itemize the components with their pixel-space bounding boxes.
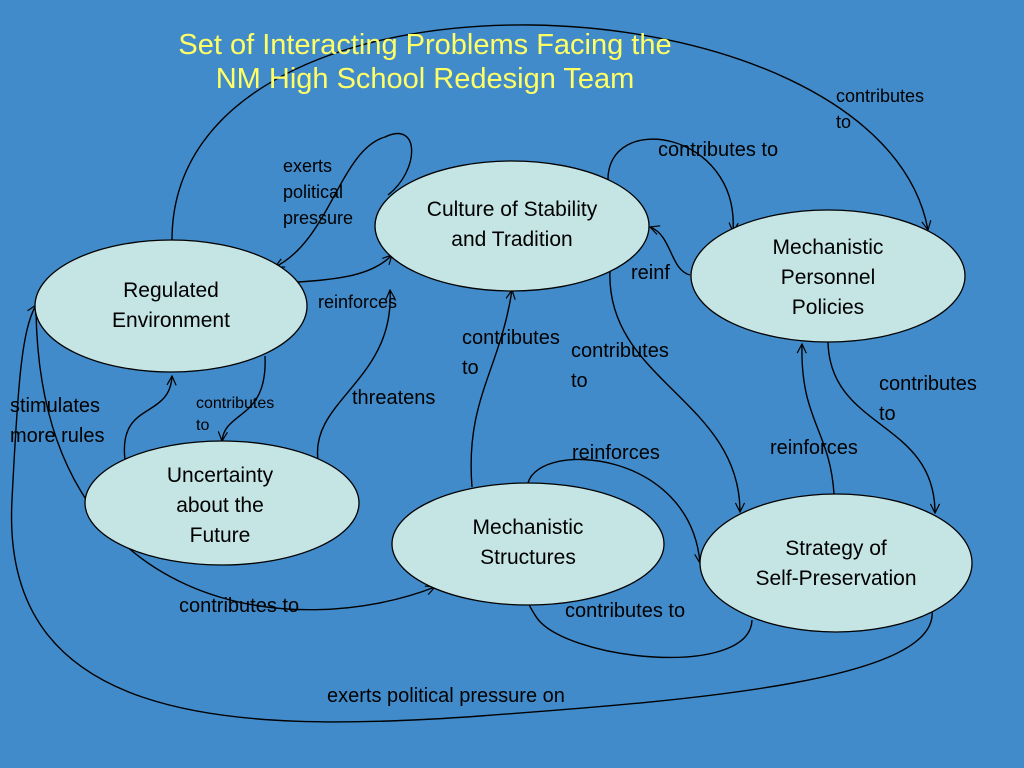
- edge-label-exerts-political-pressure-on: exerts political pressure on: [327, 685, 565, 707]
- node-culture-stability: [374, 160, 650, 292]
- edge-label-contributes-to-personnel-strategy: contributes to: [879, 373, 977, 425]
- node-label-strategy-self-preservation: Strategy of Self-Preservation: [755, 537, 917, 590]
- edge-culture-to-regulated: [275, 132, 413, 267]
- node-uncertainty-future: [84, 440, 360, 566]
- node-strategy-self-preservation: [699, 493, 973, 633]
- edge-uncertainty-to-culture: [316, 290, 390, 461]
- node-mechanistic-personnel: [690, 209, 966, 343]
- edge-label-contributes-to-culture-personnel: contributes to: [658, 139, 779, 161]
- diagram-title: Set of Interacting Problems Facing the N…: [178, 29, 672, 95]
- edge-label-exerts-political-pressure: exerts political pressure: [283, 156, 354, 228]
- edge-regulated-to-personnel: [171, 24, 928, 241]
- edge-structures-to-culture: [470, 290, 512, 488]
- edge-label-reinforces-regulated: reinforces: [318, 292, 398, 312]
- edge-label-contributes-to-structures-culture: contributes to: [462, 327, 560, 379]
- edge-uncertainty-to-regulated: [123, 376, 172, 461]
- edge-label-reinf: reinf: [631, 262, 670, 284]
- node-label-uncertainty-future: Uncertainty about the Future: [166, 464, 274, 547]
- edge-culture-to-personnel: [607, 138, 733, 232]
- edge-label-reinforces-strategy-personnel: reinforces: [770, 437, 858, 459]
- edge-structures-to-strategy: [527, 458, 700, 563]
- edge-label-stimulates-more-rules: stimulates more rules: [10, 395, 105, 447]
- node-label-mechanistic-personnel: Mechanistic Personnel Policies: [772, 236, 884, 319]
- edge-label-reinforces-structures-strategy: reinforces: [572, 442, 660, 464]
- edge-culture-to-strategy: [609, 269, 740, 512]
- node-regulated-environment: [34, 239, 308, 373]
- node-label-regulated-environment: Regulated Environment: [112, 279, 230, 332]
- edge-label-contributes-to-small: contributes to: [196, 395, 275, 434]
- edge-strategy-to-personnel: [802, 344, 835, 495]
- edge-personnel-to-culture: [650, 227, 691, 276]
- edge-personnel-to-strategy: [827, 341, 935, 513]
- edge-label-contributes-to-strategy-structures: contributes to: [565, 600, 686, 622]
- edge-regulated-to-uncertainty: [222, 355, 266, 441]
- node-mechanistic-structures: [391, 482, 665, 606]
- edge-label-contributes-to-regulated-structures: contributes to: [179, 595, 300, 617]
- node-label-mechanistic-structures: Mechanistic Structures: [472, 516, 584, 569]
- edge-regulated-to-culture: [282, 255, 392, 284]
- edge-label-contributes-to-culture-strategy: contributes to: [571, 340, 669, 392]
- edge-strategy-to-regulated: [10, 305, 933, 723]
- node-label-culture-stability: Culture of Stability and Tradition: [426, 198, 598, 251]
- edge-label-contributes-to-top-right: contributes to: [836, 86, 925, 132]
- edge-label-threatens: threatens: [352, 387, 436, 409]
- edge-regulated-to-structures: [35, 309, 435, 611]
